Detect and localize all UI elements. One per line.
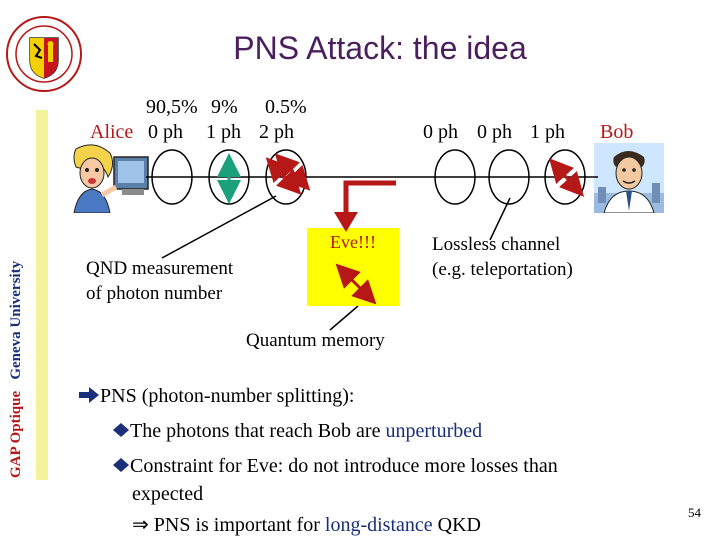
sub-bullet-text: The photons that reach Bob are (130, 420, 386, 442)
polarization-arrow-red (335, 263, 377, 305)
lossless-label-line2: (e.g. teleportation) (432, 259, 573, 280)
photon-pulse (544, 149, 586, 205)
photon-number-label: 1 ph (206, 121, 241, 143)
main-bullet: PNS (photon-number splitting): (78, 385, 354, 408)
bob-label: Bob (600, 121, 634, 143)
page-number: 54 (688, 505, 701, 520)
percent-label: 90,5% (146, 96, 198, 118)
qnd-label-line2: of photon number (86, 283, 223, 304)
polarization-arrow-red (274, 153, 311, 191)
polarization-arrow-red (548, 158, 585, 197)
alice-illustration (66, 143, 152, 213)
photon-pulse (151, 149, 193, 205)
photon-number-label: 2 ph (259, 121, 294, 143)
highlight-text: long-distance (324, 514, 433, 536)
alice-label: Alice (90, 121, 134, 143)
highlight-text: unperturbed (385, 420, 483, 442)
photon-pulse (488, 149, 530, 205)
main-bullet-text: PNS (photon-number splitting): (100, 385, 355, 407)
eve-label: Eve!!! (330, 232, 376, 252)
memory-label: Quantum memory (246, 330, 385, 351)
sub-bullet: The photons that reach Bob are unperturb… (112, 420, 482, 443)
lossless-label-line1: Lossless channel (432, 234, 561, 255)
eve-intercept-arrowhead (334, 212, 358, 232)
sidebar-color-bar (36, 110, 48, 480)
qnd-label-line1: QND measurement (86, 258, 234, 279)
photon-number-label: 0 ph (477, 121, 512, 143)
university-seal-logo (6, 16, 82, 92)
photon-number-label: 1 ph (530, 121, 565, 143)
percent-label: 0.5% (265, 96, 307, 118)
photon-pulse (208, 149, 250, 205)
lossless-pointer-line (489, 197, 511, 241)
photon-pulse (434, 149, 476, 205)
bob-illustration (594, 143, 664, 213)
eve-intercept-arrow (343, 180, 396, 212)
diamond-bullet-icon (113, 423, 129, 437)
diamond-bullet-icon (113, 458, 129, 472)
conclusion-text-end: QKD (432, 514, 481, 536)
sub-bullet: Constraint for Eve: do not introduce mor… (112, 455, 558, 478)
arrow-right-icon (79, 387, 99, 403)
implies-icon: ⇒ (132, 514, 149, 536)
page-title: PNS Attack: the idea (233, 30, 527, 66)
conclusion-text: PNS is important for (148, 514, 325, 536)
memory-pointer-line (329, 305, 359, 331)
percent-label: 9% (211, 96, 238, 118)
sub-bullet-text: Constraint for Eve: do not introduce mor… (130, 455, 558, 477)
conclusion-line: ⇒ PNS is important for long-distance QKD (132, 512, 481, 537)
sub-bullet-continuation: expected (132, 483, 204, 505)
photon-number-label: 0 ph (148, 121, 183, 143)
photon-number-label: 0 ph (423, 121, 458, 143)
qnd-pointer-line (161, 195, 277, 259)
